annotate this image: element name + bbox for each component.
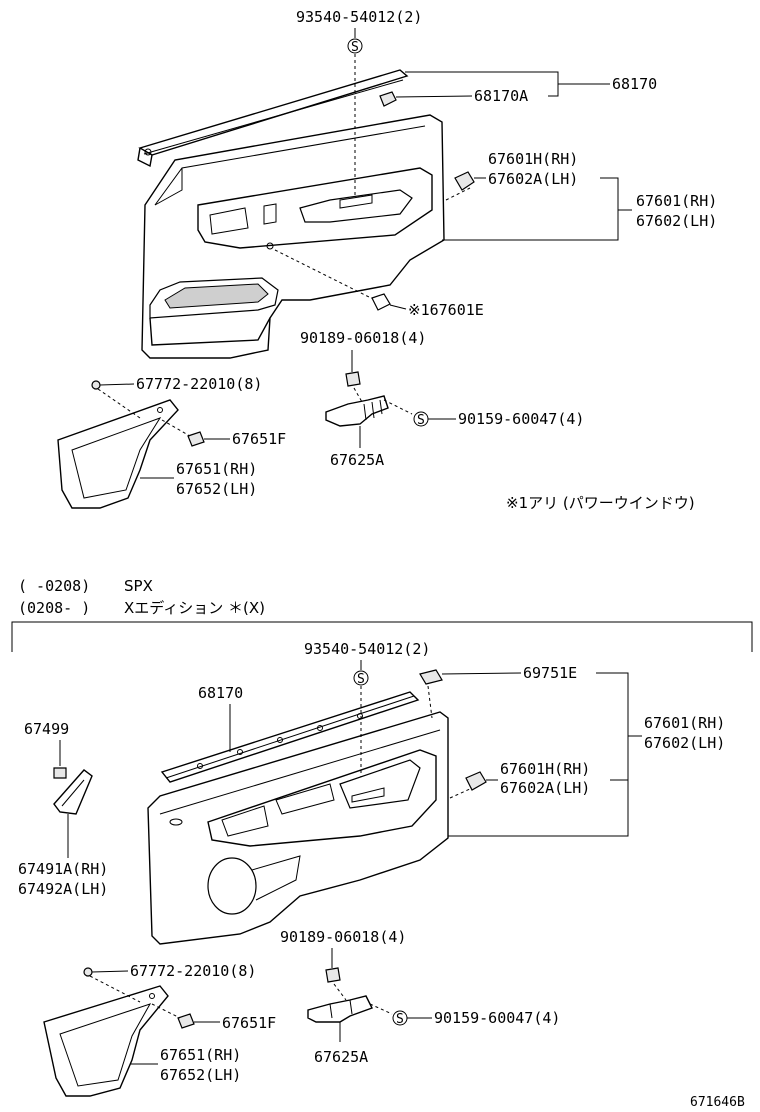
label-67625a-bottom: 67625A xyxy=(314,1048,368,1066)
leader-69751e-bottom xyxy=(441,672,522,675)
label-67601h-top: 67601H(RH) xyxy=(488,150,578,168)
label-68170-bottom: 68170 xyxy=(198,684,243,702)
label-67651f-top: 67651F xyxy=(232,430,286,448)
clip-67601h-bottom xyxy=(465,771,487,791)
screw-67772-top xyxy=(91,380,101,390)
leader-67772-top xyxy=(99,383,135,386)
label-67499: 67499 xyxy=(24,720,69,738)
label-67601h-bottom: 67601H(RH) xyxy=(500,760,590,778)
label-167601e-top: ※167601E xyxy=(408,301,484,319)
clip-67651f-top xyxy=(187,431,205,447)
dashline-90159-top xyxy=(383,399,413,415)
clip-167601e-top xyxy=(371,293,391,311)
clip-68170a-top xyxy=(379,91,397,107)
label-68170a-top: 68170A xyxy=(474,87,528,105)
clip-67601h-top xyxy=(454,171,475,191)
s-symbol-top-1: S xyxy=(347,38,363,55)
door-trim-panel-bottom xyxy=(147,711,449,945)
dashline-90189-top xyxy=(353,387,363,403)
label-67772-top: 67772-22010(8) xyxy=(136,375,262,393)
label-69751e-bottom: 69751E xyxy=(523,664,577,682)
label-67492a: 67492A(LH) xyxy=(18,880,108,898)
nut-90189-top xyxy=(345,371,361,387)
dashline-67601h-bottom xyxy=(449,787,473,799)
svg-text:S: S xyxy=(351,40,359,55)
label-90189-bottom: 90189-06018(4) xyxy=(280,928,406,946)
dashline-67651f-bottom xyxy=(151,1003,181,1019)
s-symbol-bottom-2: S xyxy=(392,1010,408,1027)
dashline-69751e xyxy=(427,685,433,719)
header-text-2: Xエディション ＊(X) xyxy=(124,599,265,617)
garnish-67491a xyxy=(53,769,93,815)
leader-67601-bottom xyxy=(448,672,629,837)
svg-text:S: S xyxy=(417,413,425,428)
label-67602a-bottom: 67602A(LH) xyxy=(500,779,590,797)
label-67651-bottom: 67651(RH) xyxy=(160,1046,241,1064)
label-67651f-bottom: 67651F xyxy=(222,1014,276,1032)
note-power-window: ※1アリ (パワーウインドウ) xyxy=(506,494,695,512)
drawing-id: 671646B xyxy=(690,1095,745,1110)
label-67651-top: 67651(RH) xyxy=(176,460,257,478)
s-symbol-bottom-1: S xyxy=(353,670,369,687)
clip-69751e-bottom xyxy=(419,669,443,685)
leader-68170a-top xyxy=(395,95,473,98)
header-range-2: (0208- ) xyxy=(18,599,90,617)
leader-67772-bottom xyxy=(91,970,129,973)
door-trim-panel-top xyxy=(141,114,445,359)
handle-bracket-67625a-top xyxy=(325,395,389,427)
label-67602-bottom: 67602(LH) xyxy=(644,734,725,752)
label-67652-bottom: 67652(LH) xyxy=(160,1066,241,1084)
clip-67651f-bottom xyxy=(177,1013,195,1029)
label-90159-top: 90159-60047(4) xyxy=(458,410,584,428)
section-bracket xyxy=(11,621,753,652)
svg-text:S: S xyxy=(357,672,365,687)
header-text-1: SPX xyxy=(124,577,153,595)
label-67772-bottom: 67772-22010(8) xyxy=(130,962,256,980)
screw-67772-bottom xyxy=(83,967,93,977)
label-67601-bottom: 67601(RH) xyxy=(644,714,725,732)
handle-bracket-67625a-bottom xyxy=(307,995,373,1023)
dashline-67601h-top xyxy=(445,187,471,201)
belt-moulding-68170-top xyxy=(137,69,409,168)
label-67652-top: 67652(LH) xyxy=(176,480,257,498)
screw-67499 xyxy=(53,767,67,779)
dashline-90159-bottom xyxy=(369,1003,393,1015)
label-68170-top: 68170 xyxy=(612,75,657,93)
dashline-167601e xyxy=(274,249,376,301)
label-90159-bottom: 90159-60047(4) xyxy=(434,1009,560,1027)
dashline-67651f-top xyxy=(161,419,191,437)
lower-trim-67651-top xyxy=(57,399,179,509)
label-93540-bottom: 93540-54012(2) xyxy=(304,640,430,658)
lower-trim-67651-bottom xyxy=(43,985,169,1097)
label-93540-top: 93540-54012(2) xyxy=(296,8,422,26)
label-67625a-top: 67625A xyxy=(330,451,384,469)
leader-167601e-top xyxy=(389,304,407,310)
belt-moulding-68170-bottom xyxy=(160,691,420,783)
label-90189-top: 90189-06018(4) xyxy=(300,329,426,347)
s-symbol-top-2: S xyxy=(413,411,429,428)
svg-text:S: S xyxy=(396,1012,404,1027)
nut-90189-bottom xyxy=(325,967,341,983)
label-67601-top: 67601(RH) xyxy=(636,192,717,210)
leader-67601-top xyxy=(442,177,619,241)
header-range-1: ( -0208) xyxy=(18,577,90,595)
label-67491a: 67491A(RH) xyxy=(18,860,108,878)
label-67602a-top: 67602A(LH) xyxy=(488,170,578,188)
dashline-90189-bottom xyxy=(333,983,347,1001)
label-67602-top: 67602(LH) xyxy=(636,212,717,230)
